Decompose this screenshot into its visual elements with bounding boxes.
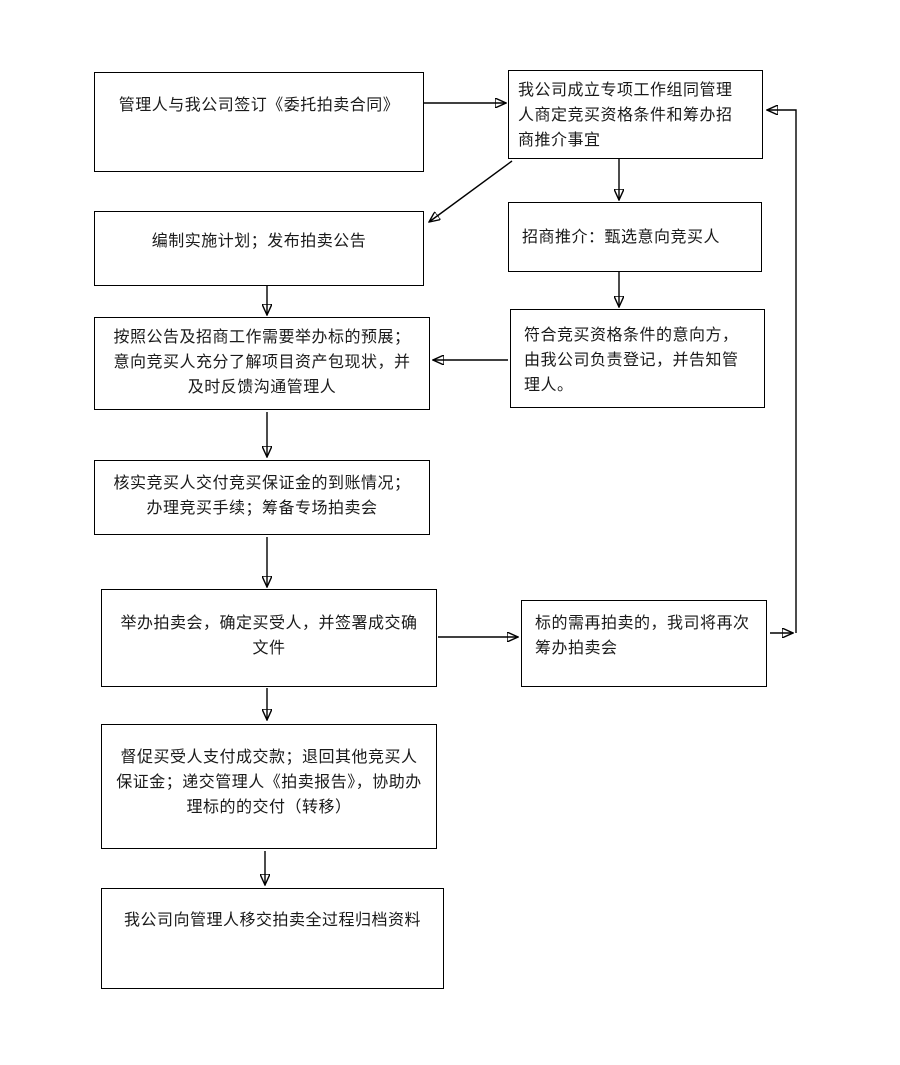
flow-box-archive: 我公司向管理人移交拍卖全过程归档资料: [101, 888, 444, 989]
flow-box-verify-deposit: 核实竞买人交付竞买保证金的到账情况； 办理竞买手续；筹备专场拍卖会: [94, 460, 430, 535]
flow-box-make-plan: 编制实施计划；发布拍卖公告: [94, 211, 424, 286]
flow-box-promotion: 招商推介：甄选意向竞买人: [508, 202, 762, 272]
flow-box-hold-auction: 举办拍卖会，确定买受人，并签署成交确 文件: [101, 589, 437, 687]
flow-box-sign-contract: 管理人与我公司签订《委托拍卖合同》: [94, 72, 424, 172]
flow-box-preview: 按照公告及招商工作需要举办标的预展； 意向竞买人充分了解项目资产包现状，并 及时…: [94, 317, 430, 410]
arrow-loop-to-workgroup: [767, 110, 797, 633]
flow-box-re-auction: 标的需再拍卖的，我司将再次 筹办拍卖会: [521, 600, 767, 687]
arrow-workgroup-to-plan: [429, 160, 513, 222]
flow-box-working-group: 我公司成立专项工作组同管理 人商定竞买资格条件和筹办招 商推介事宜: [508, 70, 763, 159]
flow-box-register: 符合竞买资格条件的意向方， 由我公司负责登记，并告知管 理人。: [510, 309, 765, 408]
flow-box-urge-payment: 督促买受人支付成交款；退回其他竞买人 保证金；递交管理人《拍卖报告》，协助办 理…: [101, 724, 437, 849]
